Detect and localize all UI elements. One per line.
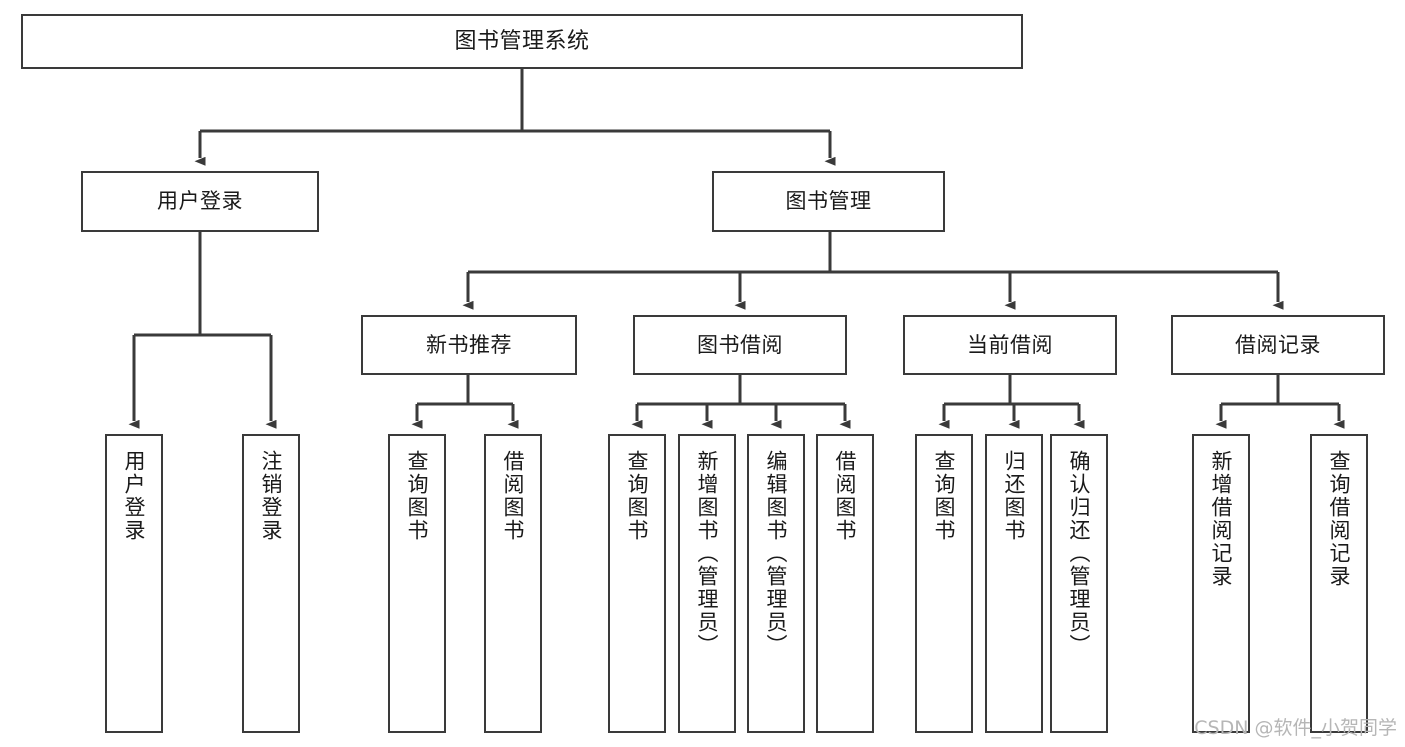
node-leaf-confirm-return[interactable]: 确认归还（管理员） xyxy=(1050,434,1108,733)
node-user-login[interactable]: 用户登录 xyxy=(81,171,319,232)
node-label: 查询图书 xyxy=(625,450,650,542)
node-label: 图书借阅 xyxy=(697,332,783,357)
node-label: 归还图书 xyxy=(1002,450,1027,542)
node-label: 注销登录 xyxy=(259,450,284,542)
node-leaf-logout[interactable]: 注销登录 xyxy=(242,434,300,733)
node-leaf-borrow-book-2[interactable]: 借阅图书 xyxy=(816,434,874,733)
node-new-book-recommend[interactable]: 新书推荐 xyxy=(361,315,577,375)
node-label: 用户登录 xyxy=(157,189,243,214)
node-label: 借阅图书 xyxy=(501,450,526,542)
node-label: 用户登录 xyxy=(122,450,147,542)
node-label: 当前借阅 xyxy=(967,332,1053,357)
node-label: 借阅记录 xyxy=(1235,332,1321,357)
node-book-borrow[interactable]: 图书借阅 xyxy=(633,315,847,375)
node-label: 编辑图书（管理员） xyxy=(764,450,789,657)
node-label: 新增借阅记录 xyxy=(1209,450,1234,588)
node-label: 图书管理 xyxy=(785,189,872,214)
node-root-system[interactable]: 图书管理系统 xyxy=(21,14,1023,69)
node-label: 借阅图书 xyxy=(833,450,858,542)
node-leaf-add-borrow-record[interactable]: 新增借阅记录 xyxy=(1192,434,1250,733)
node-label: 查询借阅记录 xyxy=(1327,450,1352,588)
node-label: 新增图书（管理员） xyxy=(695,450,720,657)
node-current-borrow[interactable]: 当前借阅 xyxy=(903,315,1117,375)
node-leaf-query-book-3[interactable]: 查询图书 xyxy=(915,434,973,733)
node-leaf-query-borrow-record[interactable]: 查询借阅记录 xyxy=(1310,434,1368,733)
node-label: 确认归还（管理员） xyxy=(1067,450,1092,657)
node-leaf-query-book-2[interactable]: 查询图书 xyxy=(608,434,666,733)
node-borrow-record[interactable]: 借阅记录 xyxy=(1171,315,1385,375)
node-leaf-user-login[interactable]: 用户登录 xyxy=(105,434,163,733)
node-label: 查询图书 xyxy=(932,450,957,542)
node-leaf-return-book[interactable]: 归还图书 xyxy=(985,434,1043,733)
node-label: 查询图书 xyxy=(405,450,430,542)
node-leaf-borrow-book-1[interactable]: 借阅图书 xyxy=(484,434,542,733)
node-leaf-edit-book[interactable]: 编辑图书（管理员） xyxy=(747,434,805,733)
node-leaf-query-book-1[interactable]: 查询图书 xyxy=(388,434,446,733)
node-label: 新书推荐 xyxy=(426,332,512,357)
watermark: CSDN @软件_小贺同学 xyxy=(1194,717,1397,739)
node-label: 图书管理系统 xyxy=(454,28,590,54)
node-leaf-add-book[interactable]: 新增图书（管理员） xyxy=(678,434,736,733)
node-book-manage[interactable]: 图书管理 xyxy=(712,171,945,232)
